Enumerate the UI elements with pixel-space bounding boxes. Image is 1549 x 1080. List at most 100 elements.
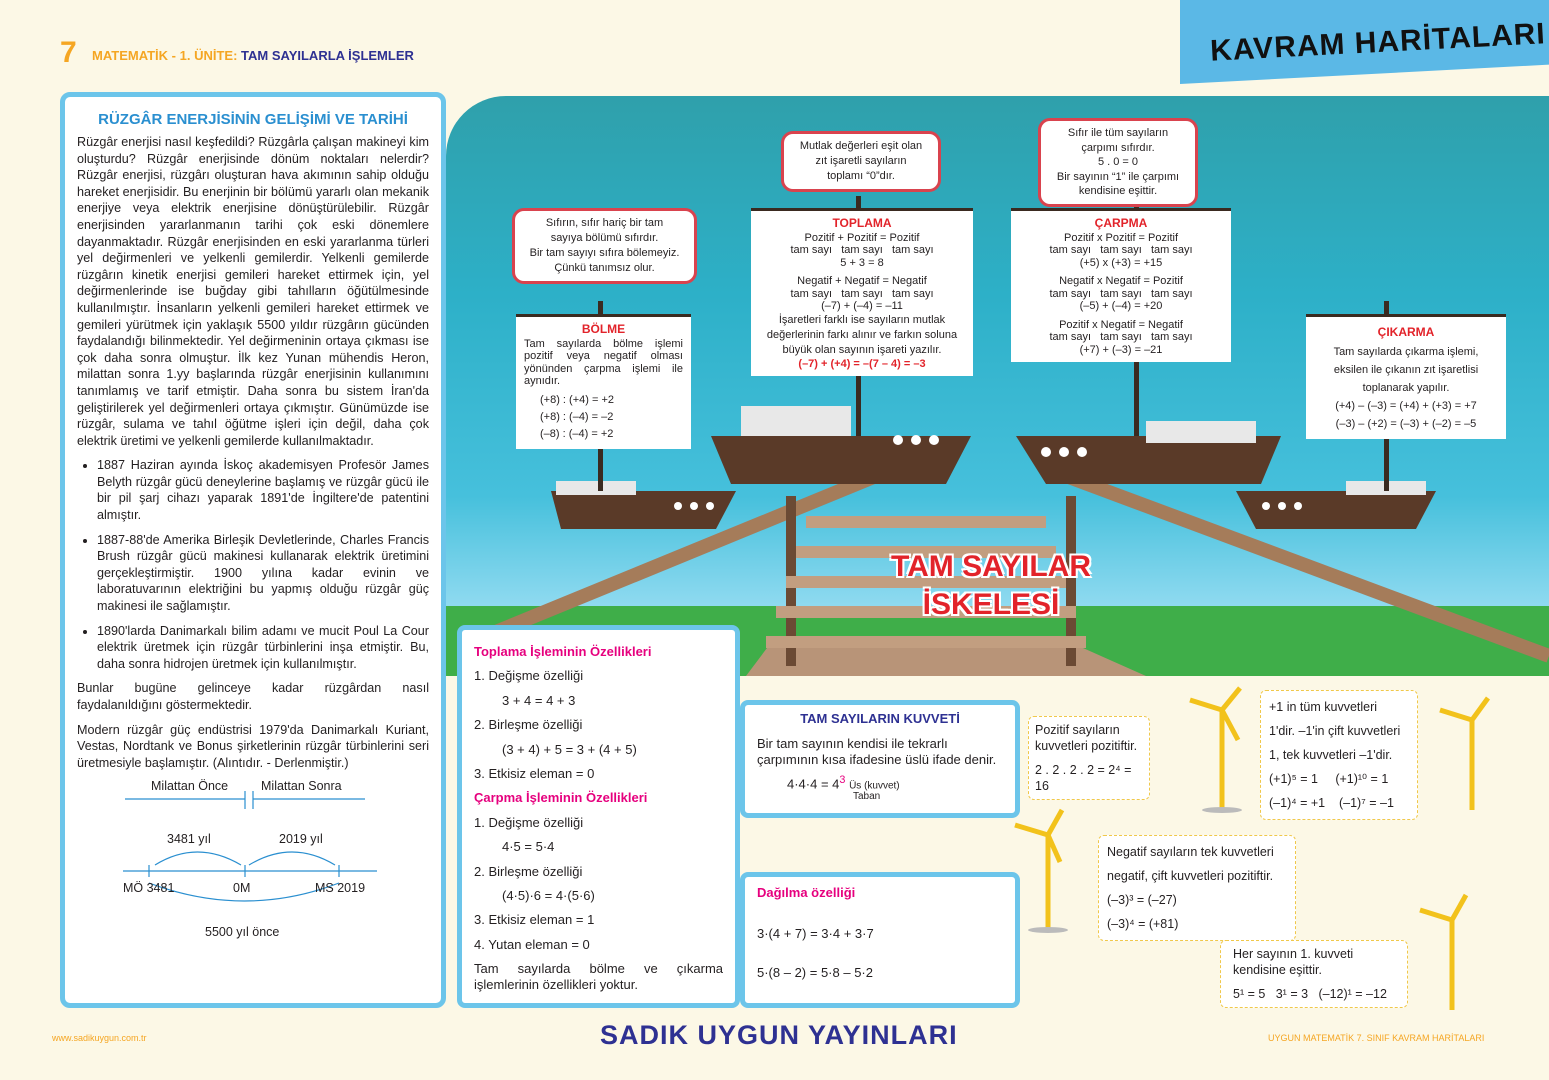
text: Modern rüzgâr güç endüstrisi 1979'da Dan… bbox=[77, 722, 429, 770]
line: 5 . 0 = 0 bbox=[1097, 156, 1139, 168]
item: 3 + 4 = 4 + 3 bbox=[502, 692, 576, 708]
item: 2. Birleşme özelliği bbox=[474, 863, 583, 879]
item: 3. Etkisiz eleman = 0 bbox=[474, 766, 595, 782]
timeline: Milattan Önce Milattan Sonra 3481 yıl 20… bbox=[77, 779, 429, 949]
rule-sub: tam sayı tam sayı tam sayı bbox=[790, 244, 934, 256]
line: (–1)⁴ = +1 (–1)⁷ = –1 bbox=[1269, 796, 1394, 810]
line: çarpımı sıfırdır. bbox=[1081, 141, 1155, 154]
props-title: Toplama İşleminin Özellikleri bbox=[474, 644, 652, 659]
line: toplanarak yapılır. bbox=[1362, 382, 1450, 394]
scene-illustration bbox=[446, 196, 1549, 676]
title-line: TAM SAYILAR bbox=[891, 550, 1092, 583]
carpma-title: ÇARPMA bbox=[1094, 216, 1148, 230]
item: 1. Değişme özelliği bbox=[474, 814, 584, 830]
example: (+7) + (–3) = –21 bbox=[1079, 343, 1163, 356]
note-negative: Negatif sayıların tek kuvvetleri negatif,… bbox=[1098, 835, 1296, 941]
note-first-power: Her sayının 1. kuvveti kendisine eşittir.… bbox=[1220, 940, 1408, 1008]
bolme-text: Tam sayılarda bölme işlemi pozitif veya … bbox=[524, 337, 683, 388]
item: 2. Birleşme özelliği bbox=[474, 717, 583, 733]
example: 5·(8 – 2) = 5·8 – 5·2 bbox=[757, 965, 873, 980]
item: (4·5)·6 = 4·(5·6) bbox=[502, 888, 595, 904]
rule-sub: tam sayı tam sayı tam sayı bbox=[1049, 287, 1193, 300]
item: 4. Yutan eleman = 0 bbox=[474, 936, 590, 952]
example: 3·(4 + 7) = 3·4 + 3·7 bbox=[757, 926, 874, 941]
carpma-callout: Sıfır ile tüm sayıların çarpımı sıfırdır.… bbox=[1038, 118, 1198, 207]
item: 4·5 = 5·4 bbox=[502, 839, 555, 855]
timeline-arrows bbox=[123, 791, 377, 902]
rule-sub: tam sayı tam sayı tam sayı bbox=[1049, 331, 1193, 343]
footer-url[interactable]: www.sadikuygun.com.tr bbox=[52, 1033, 147, 1043]
point-zero: 0M bbox=[233, 881, 251, 896]
line: Sıfır ile tüm sayıların bbox=[1067, 127, 1169, 139]
line: eksilen ile çıkanın zıt işaretlisi bbox=[1333, 364, 1479, 376]
line: 1'dir. –1'in çift kuvvetleri bbox=[1269, 724, 1401, 738]
total-span: 5500 yıl önce bbox=[205, 925, 280, 940]
example: (+5) x (+3) = +15 bbox=[1079, 256, 1163, 269]
power-title: TAM SAYILARIN KUVVETİ bbox=[800, 711, 960, 726]
grade-number: 7 bbox=[60, 36, 77, 69]
toplama-title: TOPLAMA bbox=[832, 216, 892, 230]
note: Tam sayılarda bölme ve çıkarma işlemleri… bbox=[474, 961, 723, 993]
example: (–3) – (+2) = (–3) + (–2) = –5 bbox=[1335, 418, 1477, 430]
span-bc: 3481 yıl bbox=[167, 832, 211, 847]
label-bc: Milattan Önce bbox=[151, 779, 229, 794]
line: (+1)⁵ = 1 (+1)¹⁰ = 1 bbox=[1269, 772, 1389, 786]
unit-title: MATEMATİK - 1. ÜNİTE: TAM SAYILARLA İŞLE… bbox=[92, 48, 414, 63]
line: negatif, çift kuvvetleri pozitiftir. bbox=[1107, 869, 1274, 883]
rule: Pozitif x Pozitif = Pozitif bbox=[1063, 231, 1178, 244]
text: Bunlar bugüne gelinceye kadar rüzgârdan … bbox=[77, 681, 429, 712]
line: Tam sayılarda çıkarma işlemi, bbox=[1333, 346, 1479, 358]
intro-text: Rüzgâr enerjisi nasıl keşfedildi? Rüzgâr… bbox=[77, 135, 429, 448]
line: (–3)⁴ = (+81) bbox=[1107, 917, 1179, 931]
footer-series: UYGUN MATEMATİK 7. SINIF KAVRAM HARİTALA… bbox=[1268, 1033, 1485, 1043]
line: zıt işaretli sayıların bbox=[815, 155, 907, 167]
line: kendisine eşittir. bbox=[1078, 185, 1158, 197]
distributive-box: Dağılma özelliği 3·(4 + 7) = 3·4 + 3·7 5… bbox=[740, 872, 1020, 1008]
rule-sub: tam sayı tam sayı tam sayı bbox=[790, 287, 934, 300]
line: Her sayının 1. kuvveti bbox=[1233, 947, 1354, 961]
example: 5 + 3 = 8 bbox=[840, 256, 884, 269]
line: 1, tek kuvvetleri –1'dir. bbox=[1269, 748, 1393, 762]
span-ad: 2019 yıl bbox=[279, 832, 323, 847]
power-example: 4·4·4 = 4 bbox=[787, 776, 840, 792]
props-title: Çarpma İşleminin Özellikleri bbox=[474, 790, 648, 806]
distributive-title: Dağılma özelliği bbox=[757, 885, 856, 900]
publisher: SADIK UYGUN YAYINLARI bbox=[600, 1020, 958, 1050]
example: (+8) : (+4) = +2 bbox=[540, 393, 614, 406]
cikarma-title: ÇIKARMA bbox=[1377, 325, 1435, 339]
unit-prefix: MATEMATİK - 1. ÜNİTE: bbox=[92, 48, 238, 63]
line: Bir tam sayıyı sıfıra bölemeyiz. bbox=[529, 247, 680, 259]
panel-title: RÜZGÂR ENERJİSİNİN GELİŞİMİ VE TARİHİ bbox=[98, 111, 408, 128]
line: Bir sayının “1” ile çarpımı bbox=[1056, 170, 1180, 183]
line: kendisine eşittir. bbox=[1233, 963, 1322, 977]
point-bc: MÖ 3481 bbox=[123, 881, 175, 896]
rule: Pozitif x Negatif = Negatif bbox=[1059, 318, 1183, 331]
line: Sıfırın, sıfır hariç bir tam bbox=[545, 217, 664, 229]
bullet: 1887-88'de Amerika Birleşik Devletlerind… bbox=[97, 532, 429, 615]
base-label: Taban bbox=[853, 791, 881, 803]
bolme-title: BÖLME bbox=[581, 322, 626, 336]
unit-main: TAM SAYILARLA İŞLEMLER bbox=[241, 48, 414, 63]
rule: Negatif + Negatif = Negatif bbox=[797, 275, 927, 287]
bullet: 1890'larda Danimarkalı bilim adamı ve mu… bbox=[97, 623, 429, 673]
point-ad: MS 2019 bbox=[315, 881, 366, 896]
cikarma-sail: ÇIKARMA Tam sayılarda çıkarma işlemi, eks… bbox=[1306, 314, 1506, 439]
wind-history-panel: RÜZGÂR ENERJİSİNİN GELİŞİMİ VE TARİHİ Rü… bbox=[60, 92, 446, 1008]
power-box: TAM SAYILARIN KUVVETİ Bir tam sayının ke… bbox=[740, 700, 1020, 818]
power-text: Bir tam sayının kendisi ile tekrarlı çar… bbox=[757, 736, 997, 767]
line: +1 in tüm kuvvetleri bbox=[1269, 700, 1378, 714]
wind-turbines bbox=[1014, 686, 1491, 1010]
item: 3. Etkisiz eleman = 1 bbox=[474, 912, 595, 928]
line: toplamı “0”dır. bbox=[827, 170, 895, 182]
line: Negatif sayıların tek kuvvetleri bbox=[1107, 845, 1274, 859]
line: (–3)³ = (–27) bbox=[1107, 893, 1177, 907]
carpma-sail: ÇARPMA Pozitif x Pozitif = Pozitif tam sa… bbox=[1011, 208, 1231, 362]
example: (–7) + (–4) = –11 bbox=[821, 300, 903, 312]
exponent: 3 bbox=[839, 774, 846, 786]
example: (+8) : (–4) = –2 bbox=[540, 410, 614, 423]
